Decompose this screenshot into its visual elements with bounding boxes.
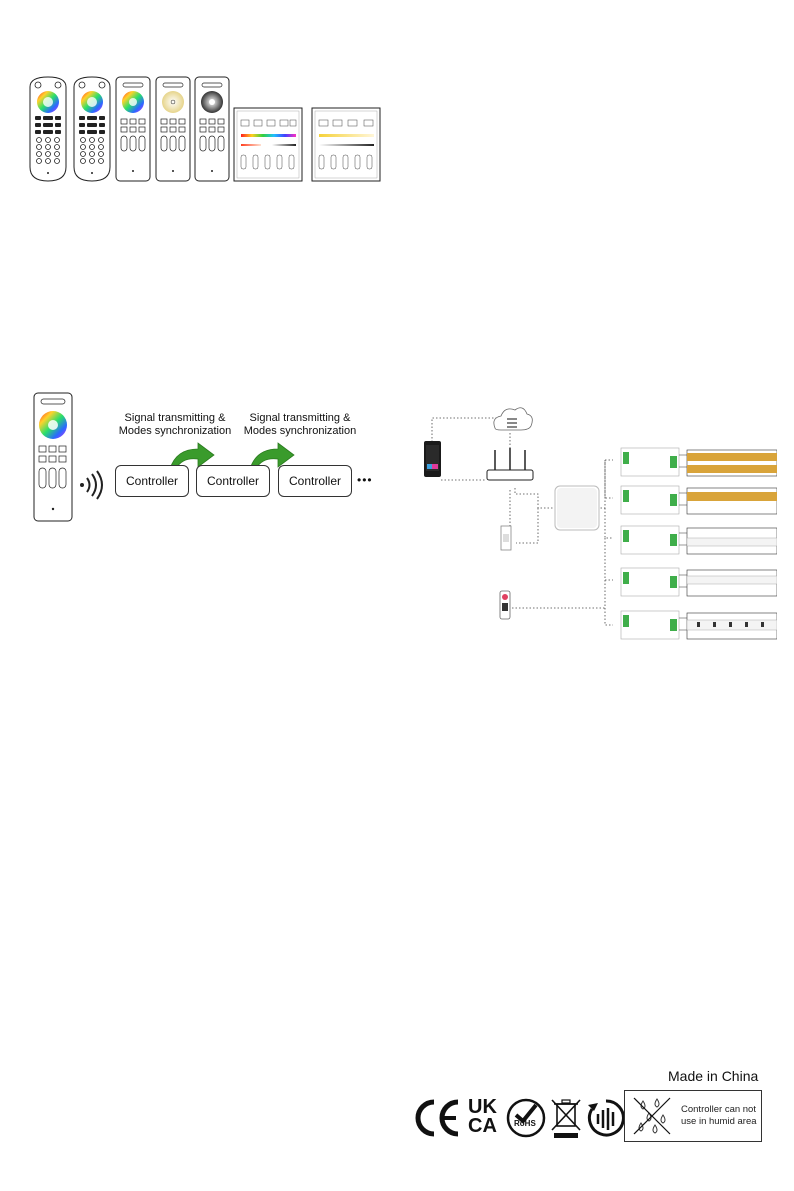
small-remote-icon xyxy=(500,591,510,619)
sync-caption-1-line2: Modes synchronization xyxy=(115,425,235,438)
controller-box-3: Controller xyxy=(278,465,352,497)
no-water-icon xyxy=(631,1095,673,1137)
smartphone-icon xyxy=(424,441,441,477)
controller-label-2: Controller xyxy=(207,474,259,488)
wall-panel-rgb xyxy=(234,108,302,181)
controller-strip-row-4 xyxy=(621,568,777,596)
network-diagram xyxy=(415,398,777,648)
remote-lineup xyxy=(28,75,383,185)
humid-warning-line2: use in humid area xyxy=(681,1116,757,1128)
router-icon xyxy=(487,448,533,480)
humid-warning-box: Controller can not use in humid area xyxy=(624,1090,762,1142)
controller-strip-row-5 xyxy=(621,611,777,639)
made-in-china: Made in China xyxy=(668,1068,758,1084)
humid-warning-line1: Controller can not xyxy=(681,1104,757,1116)
ukca-mark-ca: CA xyxy=(468,1117,506,1136)
rohs-mark-icon xyxy=(506,1097,546,1139)
humid-warning-text: Controller can not use in humid area xyxy=(681,1104,757,1128)
sync-caption-2-line2: Modes synchronization xyxy=(240,425,360,438)
sync-caption-2-line1: Signal transmitting & xyxy=(240,412,360,425)
sync-remote xyxy=(33,392,73,522)
sync-caption-1: Signal transmitting & Modes synchronizat… xyxy=(115,412,235,438)
ellipsis: ••• xyxy=(357,473,373,487)
controller-box-2: Controller xyxy=(196,465,270,497)
cloud-icon xyxy=(494,408,532,430)
controller-label-3: Controller xyxy=(289,474,341,488)
rohs-label: RoHS xyxy=(514,1119,536,1128)
wireless-signal-icon xyxy=(78,470,104,500)
gateway-hub-icon xyxy=(555,486,599,530)
controller-strip-row-1 xyxy=(621,448,777,476)
sync-caption-1-line1: Signal transmitting & xyxy=(115,412,235,425)
controller-box-1: Controller xyxy=(115,465,189,497)
remote-4 xyxy=(156,77,190,181)
ce-mark-icon xyxy=(412,1098,462,1138)
remote-1 xyxy=(30,77,66,181)
remote-2 xyxy=(74,77,110,181)
wall-panel-cct xyxy=(312,108,380,181)
controller-strip-row-3 xyxy=(621,526,777,554)
wall-switch-icon xyxy=(501,526,511,550)
recycle-signal-icon xyxy=(586,1097,626,1139)
ukca-mark: UK CA xyxy=(468,1098,506,1136)
remote-3 xyxy=(116,77,150,181)
remote-5 xyxy=(195,77,229,181)
controller-label-1: Controller xyxy=(126,474,178,488)
weee-bin-icon xyxy=(548,1096,584,1140)
sync-caption-2: Signal transmitting & Modes synchronizat… xyxy=(240,412,360,438)
controller-strip-row-2 xyxy=(621,486,777,514)
